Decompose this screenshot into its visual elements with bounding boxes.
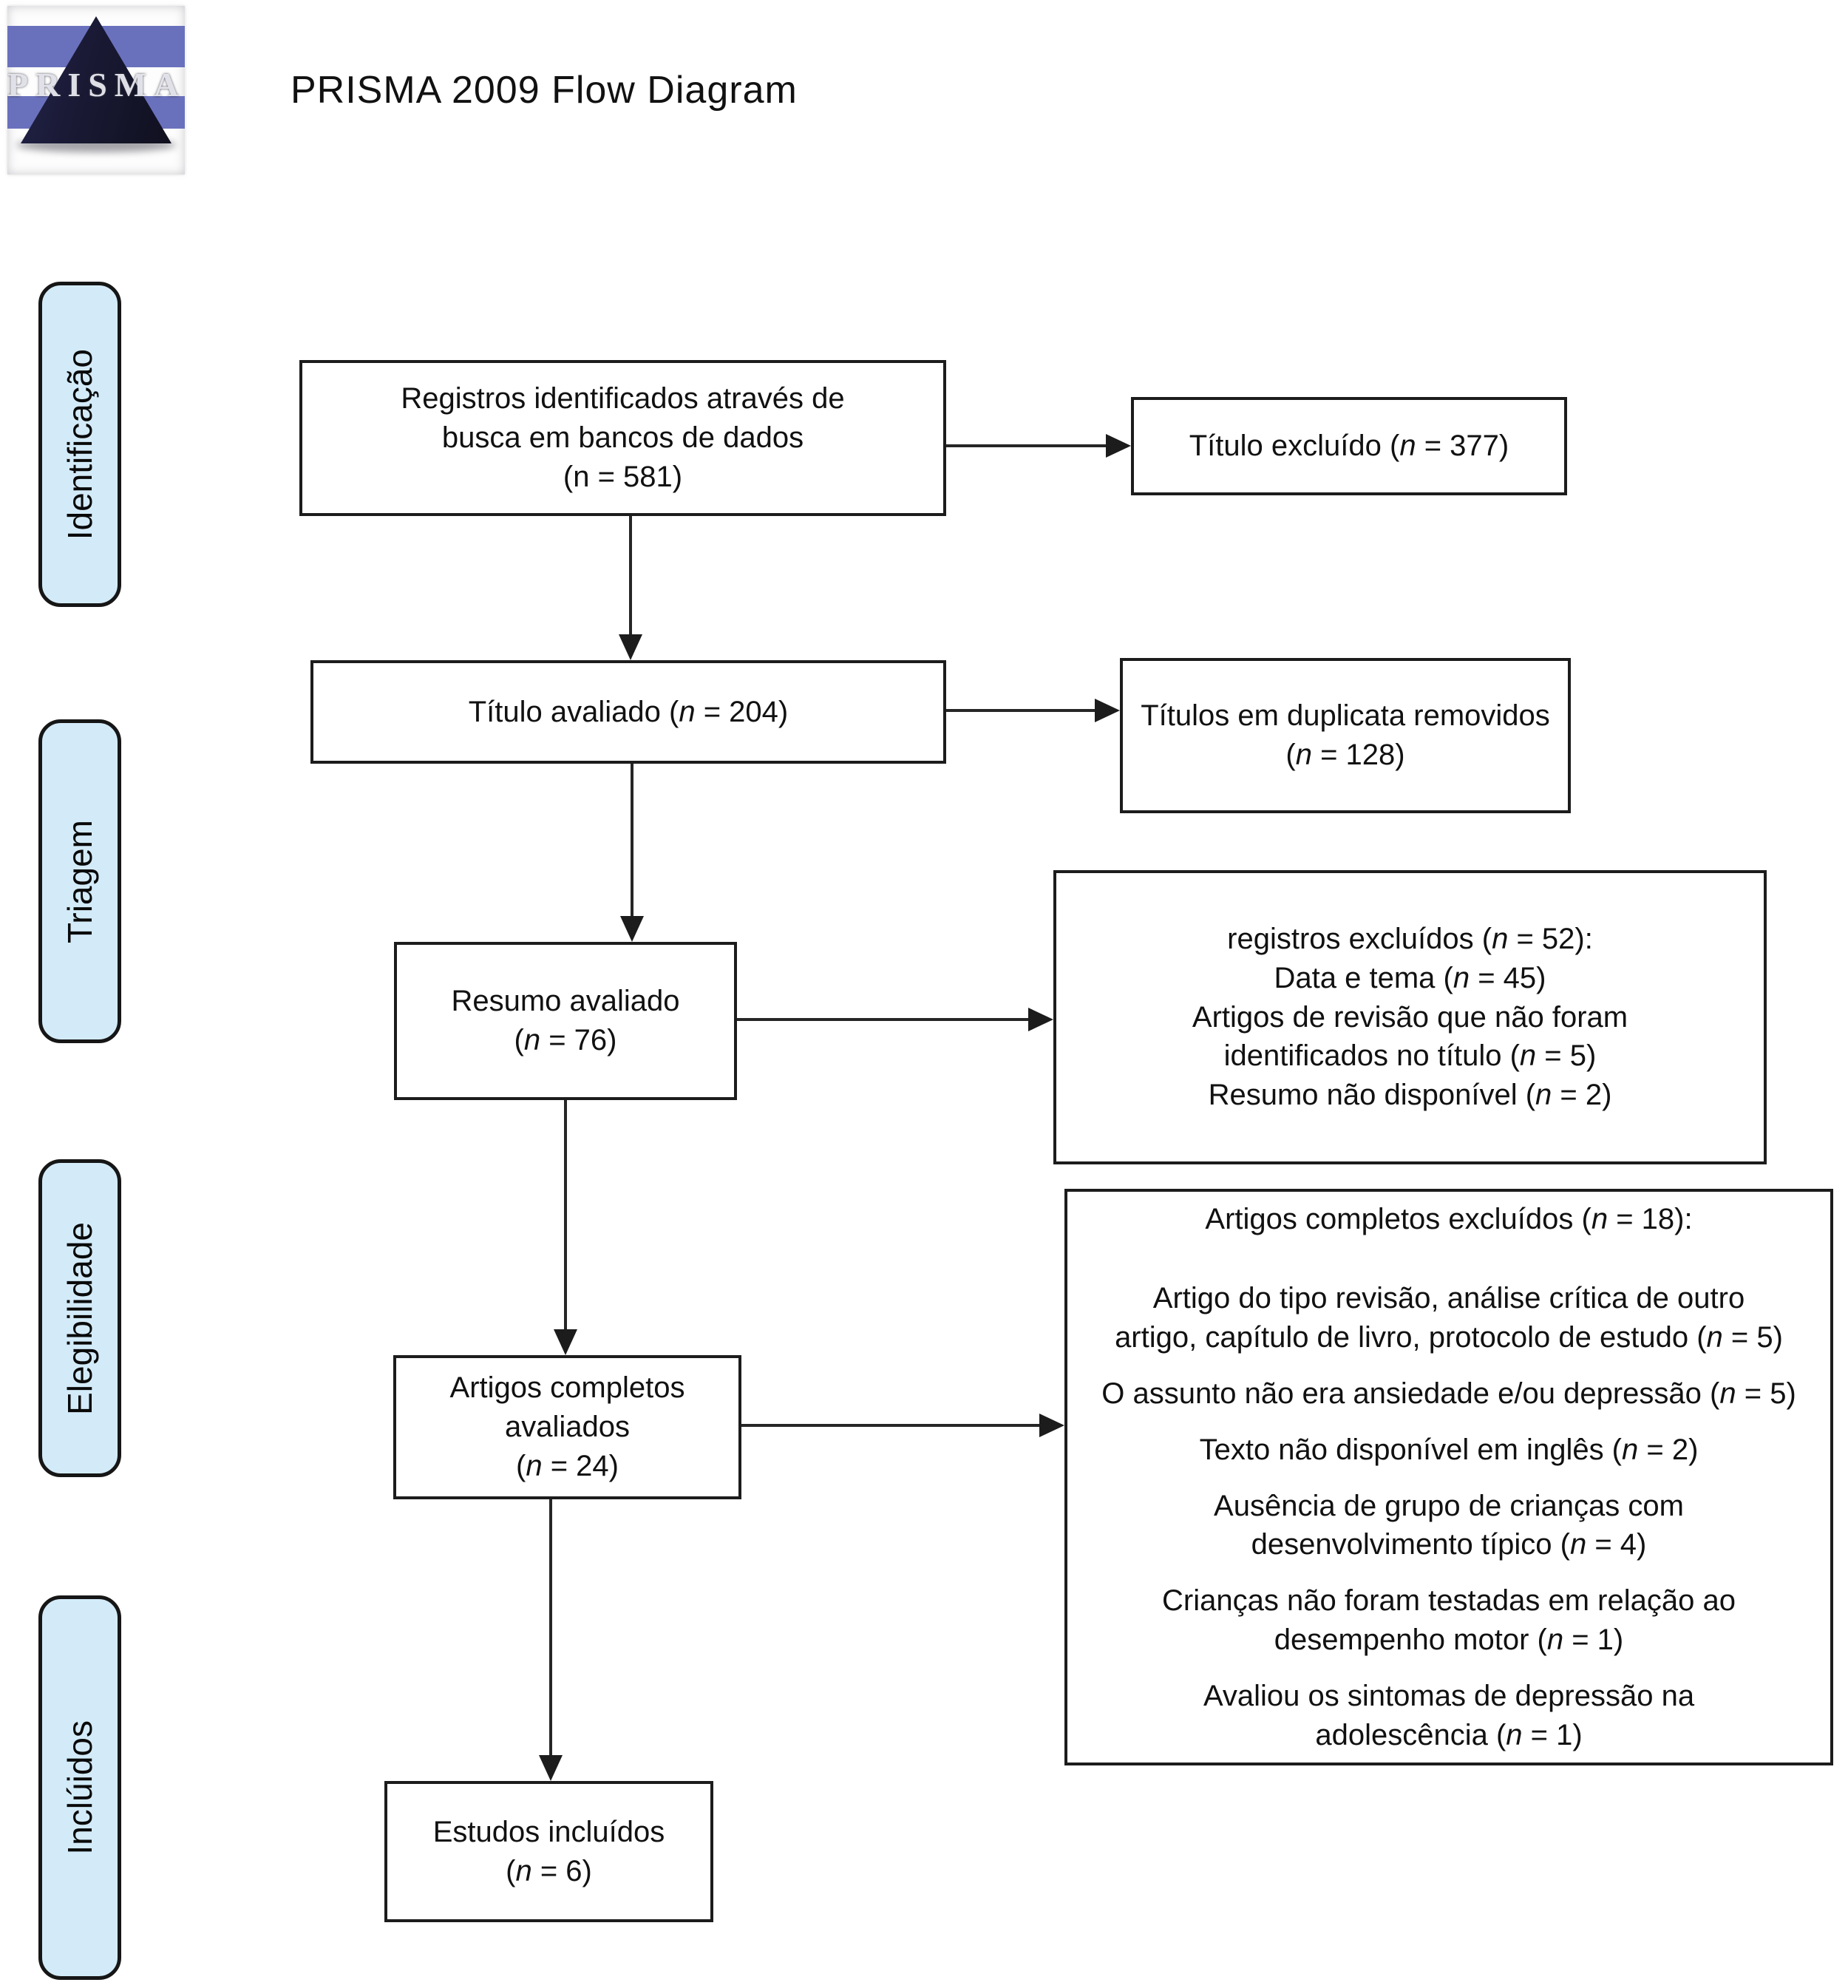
flow-box-text: Título avaliado (n = 204) [468, 695, 789, 728]
arrow-abstract-to-fulltext [564, 1100, 567, 1331]
exclusion-reason: Texto não disponível em inglês (n = 2) [1199, 1433, 1699, 1466]
arrow-abstract-to-records-excluded [737, 1018, 1030, 1021]
flow-box-fulltext-excluded: Artigos completos excluídos (n = 18): Ar… [1064, 1189, 1833, 1765]
flow-box-text: Artigos completos avaliados (n = 24) [449, 1371, 685, 1482]
arrowhead-down-icon [554, 1329, 577, 1355]
arrowhead-down-icon [619, 634, 642, 660]
flow-box-text: Títulos em duplicata removidos (n = 128) [1141, 699, 1550, 771]
arrow-fulltext-to-fulltext-excluded [741, 1424, 1041, 1427]
exclusion-reason: Avaliou os sintomas de depressão na adol… [1203, 1679, 1695, 1751]
flow-box-records-excluded: registros excluídos (n = 52): Data e tem… [1053, 870, 1767, 1164]
arrow-records-to-title-excluded [946, 444, 1109, 447]
stage-label-text: Elegibilidade [61, 1221, 99, 1415]
stage-label-elegibilidade: Elegibilidade [38, 1159, 121, 1477]
arrowhead-right-icon [1028, 1008, 1053, 1031]
exclusion-reason: O assunto não era ansiedade e/ou depress… [1101, 1377, 1796, 1411]
stage-label-incluidos: Inclúidos [38, 1595, 121, 1980]
flow-box-text: Título excluído (n = 377) [1189, 430, 1509, 463]
arrow-records-to-title-screened [629, 516, 632, 636]
flow-box-title-excluded: Título excluído (n = 377) [1131, 397, 1567, 495]
arrowhead-down-icon [620, 916, 644, 942]
flow-box-text: Estudos incluídos (n = 6) [432, 1815, 665, 1887]
arrowhead-right-icon [1095, 699, 1120, 722]
stage-label-triagem: Triagem [38, 719, 121, 1043]
arrow-fulltext-to-included [549, 1499, 552, 1757]
flow-box-text: registros excluídos (n = 52): Data e tem… [1192, 923, 1628, 1112]
exclusion-reason: Artigo do tipo revisão, análise crítica … [1115, 1282, 1783, 1354]
flow-box-records-identified: Registros identificados através de busca… [299, 360, 946, 516]
logo-wordmark: PRISMA [7, 66, 185, 104]
stage-label-text: Identificação [61, 348, 99, 540]
flow-box-studies-included: Estudos incluídos (n = 6) [384, 1781, 713, 1922]
exclusion-reason: Ausência de grupo de crianças com desenv… [1214, 1489, 1684, 1561]
arrow-title-screened-to-duplicates [946, 709, 1096, 712]
arrowhead-down-icon [539, 1755, 563, 1781]
flow-box-text: Resumo avaliado (n = 76) [451, 985, 680, 1056]
stage-label-identificacao: Identificação [38, 282, 121, 607]
prisma-logo: PRISMA [7, 6, 185, 174]
exclusion-heading: Artigos completos excluídos (n = 18): [1205, 1202, 1693, 1235]
arrowhead-right-icon [1106, 434, 1131, 458]
page-title: PRISMA 2009 Flow Diagram [291, 69, 798, 112]
flow-box-fulltext-assessed: Artigos completos avaliados (n = 24) [393, 1355, 741, 1499]
flow-box-title-screened: Título avaliado (n = 204) [310, 660, 946, 764]
exclusion-reason: Crianças não foram testadas em relação a… [1162, 1584, 1736, 1656]
flow-box-abstract-screened: Resumo avaliado (n = 76) [394, 942, 737, 1100]
arrow-title-screened-to-abstract [631, 764, 633, 917]
arrowhead-right-icon [1039, 1414, 1064, 1437]
flow-box-duplicates-removed: Títulos em duplicata removidos (n = 128) [1120, 658, 1571, 813]
stage-label-text: Triagem [61, 819, 99, 943]
flow-box-text: Registros identificados através de busca… [401, 382, 845, 493]
stage-label-text: Inclúidos [61, 1720, 99, 1855]
